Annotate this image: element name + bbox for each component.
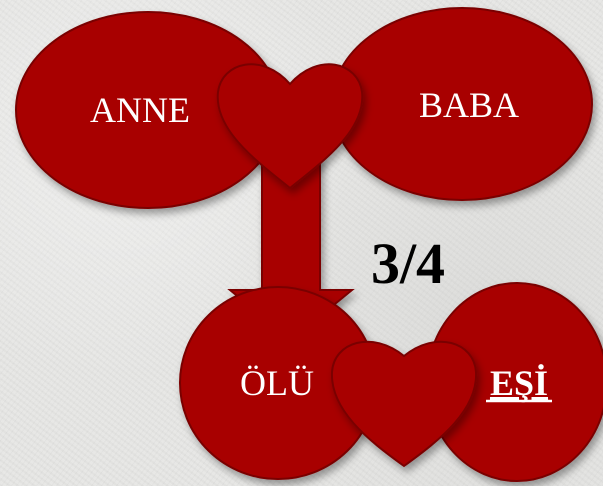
- deceased-label: ÖLÜ: [240, 363, 314, 403]
- heart-icon: [216, 63, 364, 190]
- heart-icon: [330, 340, 478, 468]
- mother-label: ANNE: [90, 90, 190, 130]
- spouse-label: EŞİ: [490, 363, 548, 403]
- father-label: BABA: [419, 85, 519, 125]
- share-fraction: 3/4: [371, 231, 445, 296]
